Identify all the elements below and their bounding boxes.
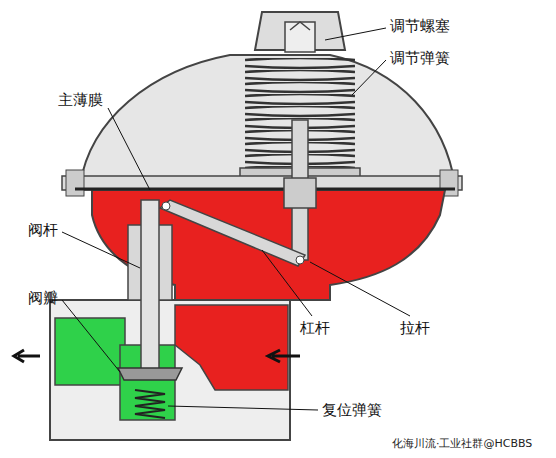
part-label: 杠杆: [300, 320, 330, 337]
part-label: 阀杆: [28, 222, 58, 239]
part-label: 调节螺塞: [390, 18, 450, 35]
part-label: 拉杆: [400, 320, 430, 337]
watermark: 化海川流·工业社群@HCBBS: [392, 438, 532, 450]
part-label: 阀瓣: [28, 290, 58, 307]
part-label: 复位弹簧: [322, 402, 382, 419]
part-label: 调节弹簧: [390, 50, 450, 67]
part-label: 主薄膜: [58, 92, 103, 109]
